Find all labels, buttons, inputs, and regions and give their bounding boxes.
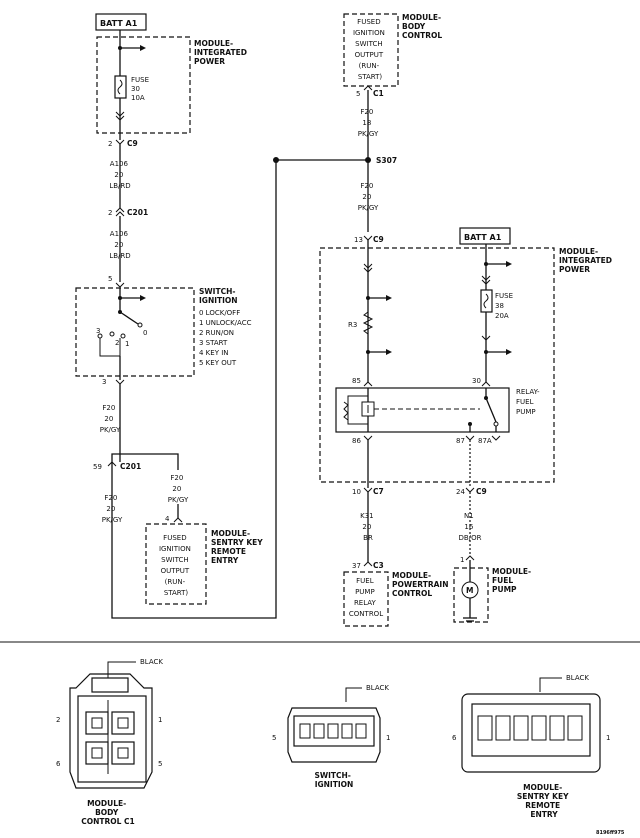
- module-integrated-power-label: MODULE- INTEGRATED POWER: [194, 39, 250, 66]
- connector-label: C9: [373, 235, 384, 244]
- arrow-icon: [386, 295, 392, 301]
- connector-label: C201: [127, 208, 148, 217]
- sentry-key-module-box: [145, 523, 207, 605]
- fuel-pump-relay-control-label: FUEL PUMP RELAY CONTROL: [349, 577, 383, 618]
- body-control-box: [343, 13, 399, 87]
- splice-point: [365, 157, 371, 163]
- wire-label: F20 20 PK/GY: [102, 494, 123, 524]
- resistor-icon: [362, 311, 374, 335]
- pin-label: 13: [354, 236, 363, 244]
- pin-label: 5: [108, 275, 112, 283]
- figure-id: 8196ff975: [596, 830, 625, 836]
- svg-text:5: 5: [158, 760, 162, 768]
- body-control-label: MODULE- BODY CONTROL: [402, 13, 444, 40]
- svg-text:MODULE- BODY CONTR: MODULE- BODY CONTROL C1: [81, 799, 135, 826]
- svg-text:1: 1: [158, 716, 162, 724]
- wire-label: A106 20 LB/RD: [109, 230, 130, 260]
- svg-text:BLACK: BLACK: [366, 684, 389, 692]
- switch-blade: [119, 311, 139, 325]
- svg-text:BLACK: BLACK: [566, 674, 589, 682]
- pin-label: 87A: [478, 437, 492, 445]
- arrow-icon: [386, 349, 392, 355]
- powertrain-module-box: [343, 571, 389, 627]
- module-integrated-power-label-2: MODULE- INTEGRATED POWER: [559, 247, 615, 274]
- arrow-icon: [506, 261, 512, 267]
- pin-label: 1: [460, 556, 464, 564]
- pin-label: 24: [456, 488, 465, 496]
- wire-label: F20 18 PK/GY: [358, 108, 379, 138]
- sentry-key-connector-view: BLACK 6 1 MODULE- SENTRY KEY REMOTE ENTR…: [452, 674, 610, 819]
- arrow-icon: [140, 45, 146, 51]
- pin-label: 86: [352, 437, 361, 445]
- splice-label: S307: [376, 156, 397, 165]
- connector-label: C9: [476, 487, 487, 496]
- fused-ignition-output-label: FUSED IGNITION SWITCH OUTPUT (RUN- START…: [353, 18, 387, 81]
- svg-text:1: 1: [606, 734, 610, 742]
- fused-ignition-output-label: FUSED IGNITION SWITCH OUTPUT (RUN- START…: [159, 534, 193, 597]
- batt-a1-box-2: [459, 227, 511, 245]
- connector-label: C9: [127, 139, 138, 148]
- motor-label: M: [466, 586, 473, 595]
- fuel-pump-relay: [335, 387, 510, 433]
- relay-contact-icon: [485, 397, 497, 423]
- pin-label: 4: [165, 515, 170, 523]
- pin-label: 2: [108, 209, 112, 217]
- pin-label: 87: [456, 437, 465, 445]
- svg-text:BLACK: BLACK: [140, 658, 163, 666]
- resistor-label: R3: [348, 321, 357, 329]
- svg-text:MODULE- SENTRY KEY: MODULE- SENTRY KEY REMOTE ENTRY: [517, 783, 571, 819]
- pin-label: 37: [352, 562, 361, 570]
- connector-label: C3: [373, 561, 384, 570]
- batt-a1-label: BATT A1: [100, 19, 138, 28]
- module-integrated-power-box: [96, 36, 191, 134]
- switch-ignition-label: SWITCH- IGNITION: [199, 287, 238, 305]
- connector-label: C201: [120, 462, 141, 471]
- switch-positions: 0 LOCK/OFF 1 UNLOCK/ACC 2 RUN/ON 3 START…: [199, 309, 254, 367]
- wire-label: F20 20 PK/GY: [168, 474, 189, 504]
- wire-label: F20 20 PK/GY: [358, 182, 379, 212]
- fuse-label: FUSE 30 10A: [131, 76, 151, 102]
- svg-text:SWITCH- IGNITION: SWITCH- IGNITION: [314, 771, 353, 789]
- arrow-icon: [506, 349, 512, 355]
- pin-label: 85: [352, 377, 361, 385]
- svg-text:5: 5: [272, 734, 276, 742]
- connector-label: C7: [373, 487, 384, 496]
- pin-label: 59: [93, 463, 102, 471]
- pin-label: 2: [108, 140, 112, 148]
- module-integrated-power-box-2: [319, 247, 555, 483]
- switch-ignition-connector-view: BLACK 5 1 SWITCH- IGNITION: [272, 684, 390, 789]
- pin-label: 5: [356, 90, 360, 98]
- svg-text:6: 6: [452, 734, 457, 742]
- relay-label: RELAY- FUEL PUMP: [516, 388, 542, 416]
- wire-label: F20 20 PK/GY: [100, 404, 121, 434]
- batt-a1-label-2: BATT A1: [464, 233, 502, 242]
- switch-ignition-box: [75, 287, 195, 377]
- svg-text:6: 6: [56, 760, 61, 768]
- fuel-pump-module-label: MODULE- FUEL PUMP: [492, 567, 534, 594]
- svg-text:2: 2: [56, 716, 60, 724]
- wire-label: K31 20 BR: [360, 512, 376, 542]
- fuse-label: FUSE 38 20A: [495, 292, 515, 320]
- pin-label: 3: [102, 378, 106, 386]
- wire-label: N1 16 DB/OR: [459, 512, 482, 542]
- batt-a1-box: [95, 13, 147, 31]
- powertrain-module-label: MODULE- POWERTRAIN CONTROL: [392, 571, 451, 598]
- wire-label: A106 20 LB/RD: [109, 160, 130, 190]
- arrow-icon: [140, 295, 146, 301]
- connector-label: C1: [373, 89, 384, 98]
- fuel-pump-module-box: [453, 567, 489, 623]
- pin-label: 30: [472, 377, 481, 385]
- sentry-key-module-label: MODULE- SENTRY KEY REMOTE ENTRY: [211, 529, 265, 565]
- body-control-c1-connector-view: BLACK 2 1 6 5 MODULE- BODY CONTROL C1: [56, 658, 163, 826]
- pin-label: 10: [352, 488, 361, 496]
- switch-contacts: 3 2 1 0: [96, 327, 147, 348]
- svg-text:1: 1: [386, 734, 390, 742]
